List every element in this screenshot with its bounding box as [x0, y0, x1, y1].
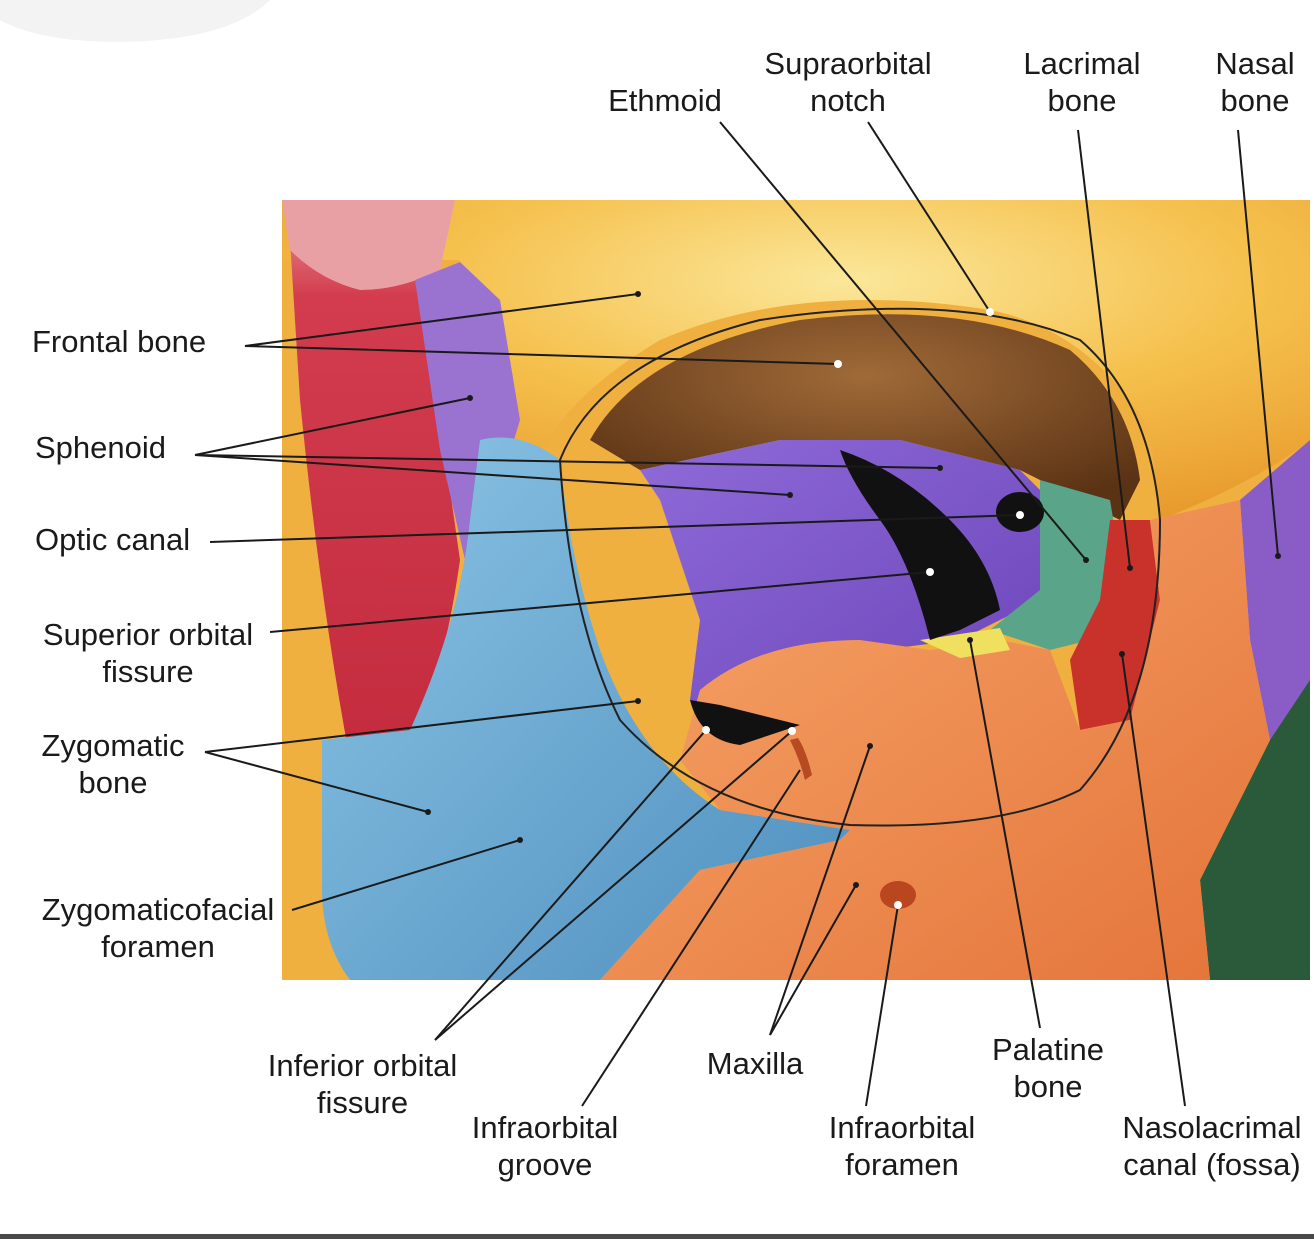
leader-infraorbital-groove [581, 769, 801, 1107]
label-nasolacrimal-canal-line1: Nasolacrimal [1122, 1110, 1302, 1145]
label-frontal-bone-line1: Frontal bone [32, 324, 207, 359]
label-infraorbital-groove-line2: groove [497, 1147, 593, 1182]
label-infraorbital-foramen: Infraorbital foramen [812, 1109, 992, 1183]
leader-sphenoid-1 [194, 397, 471, 456]
leader-ethmoid [719, 121, 1087, 561]
label-zygomaticofacial-foramen-line1: Zygomaticofacial [41, 892, 275, 927]
zygomatic-region [321, 437, 850, 980]
label-superior-orbital-fissure-line2: fissure [102, 654, 194, 689]
frontal-bone-region [282, 200, 1310, 520]
bottom-rule [0, 1234, 1314, 1239]
leader-infraorbital-foramen [865, 904, 899, 1107]
superior-orbital-fissure-shape [840, 450, 1000, 640]
lacrimal-region [1070, 520, 1160, 730]
infraorbital-foramen-shape [880, 881, 916, 909]
label-maxilla-line1: Maxilla [706, 1046, 804, 1081]
label-nasolacrimal-canal-line2: canal (fossa) [1123, 1147, 1301, 1182]
leader-zygomatic-bone-1 [204, 700, 639, 753]
label-ethmoid-line1: Ethmoid [608, 83, 722, 118]
leader-zygomaticofacial-foramen [291, 839, 521, 911]
label-frontal-bone: Frontal bone [32, 323, 206, 360]
leader-frontal-bone [244, 293, 839, 365]
leader-inferior-orbital-fissure-2 [434, 730, 793, 1041]
label-nasal-bone-line2: bone [1220, 83, 1290, 118]
label-sphenoid: Sphenoid [35, 429, 166, 466]
label-palatine-bone-line2: bone [1013, 1069, 1083, 1104]
leader-maxilla-2 [769, 884, 857, 1036]
label-maxilla: Maxilla [690, 1045, 820, 1082]
leader-lines [194, 121, 1279, 1107]
leader-maxilla-1 [769, 745, 871, 1036]
label-superior-orbital-fissure-line1: Superior orbital [42, 617, 254, 652]
label-lacrimal-bone-line1: Lacrimal [1023, 46, 1141, 81]
leader-nasolacrimal-canal [1121, 653, 1186, 1107]
label-optic-canal-line1: Optic canal [35, 522, 191, 557]
parietal-region [282, 200, 455, 290]
label-optic-canal: Optic canal [35, 521, 190, 558]
background-shape [0, 0, 270, 42]
infraorbital-groove-shape [790, 738, 812, 780]
label-zygomatic-bone-line2: bone [78, 765, 148, 800]
label-infraorbital-groove-line1: Infraorbital [471, 1110, 619, 1145]
label-nasal-bone-line1: Nasal [1215, 46, 1295, 81]
nasal-cavity-region [1200, 680, 1310, 980]
inferior-orbital-fissure-shape [690, 700, 800, 745]
label-nasal-bone: Nasal bone [1200, 45, 1310, 119]
leader-sphenoid-2 [194, 454, 941, 469]
leader-supraorbital-notch [867, 121, 991, 313]
leader-palatine-bone [969, 639, 1041, 1029]
orbital-rim-outline [558, 307, 1162, 827]
label-zygomaticofacial-foramen-line2: foramen [101, 929, 215, 964]
bone-regions [282, 200, 1310, 980]
label-inferior-orbital-fissure: Inferior orbital fissure [255, 1047, 470, 1121]
label-infraorbital-foramen-line2: foramen [845, 1147, 959, 1182]
label-lacrimal-bone: Lacrimal bone [1012, 45, 1152, 119]
label-sphenoid-line1: Sphenoid [35, 430, 167, 465]
palatine-region [920, 628, 1010, 658]
label-zygomaticofacial-foramen: Zygomaticofacial foramen [30, 891, 286, 965]
label-lacrimal-bone-line2: bone [1047, 83, 1117, 118]
label-inferior-orbital-fissure-line2: fissure [316, 1085, 409, 1120]
label-supraorbital-notch-line2: notch [810, 83, 886, 118]
orbital-roof-region [590, 314, 1140, 520]
pointer-dots [425, 291, 1281, 909]
nasal-region [1240, 440, 1310, 740]
leader-superior-orbital-fissure [269, 571, 931, 633]
leader-inferior-orbital-fissure-1 [434, 729, 707, 1041]
label-infraorbital-groove: Infraorbital groove [455, 1109, 635, 1183]
label-inferior-orbital-fissure-line1: Inferior orbital [267, 1048, 458, 1083]
label-supraorbital-notch: Supraorbital notch [748, 45, 948, 119]
leader-zygomatic-bone-2 [204, 751, 429, 813]
leader-sphenoid-3 [194, 454, 791, 496]
label-supraorbital-notch-line1: Supraorbital [764, 46, 932, 81]
label-palatine-bone: Palatine bone [978, 1031, 1118, 1105]
label-nasolacrimal-canal: Nasolacrimal canal (fossa) [1112, 1109, 1312, 1183]
ethmoid-region [990, 480, 1120, 650]
leader-optic-canal [209, 514, 1021, 543]
label-palatine-bone-line1: Palatine [991, 1032, 1105, 1067]
label-ethmoid: Ethmoid [600, 82, 730, 119]
leader-lacrimal-bone [1077, 129, 1131, 569]
label-zygomatic-bone: Zygomatic bone [28, 727, 198, 801]
leader-nasal-bone [1237, 129, 1279, 557]
label-superior-orbital-fissure: Superior orbital fissure [28, 616, 268, 690]
label-zygomatic-bone-line1: Zygomatic [41, 728, 185, 763]
label-infraorbital-foramen-line1: Infraorbital [828, 1110, 976, 1145]
maxilla-region [600, 500, 1270, 980]
